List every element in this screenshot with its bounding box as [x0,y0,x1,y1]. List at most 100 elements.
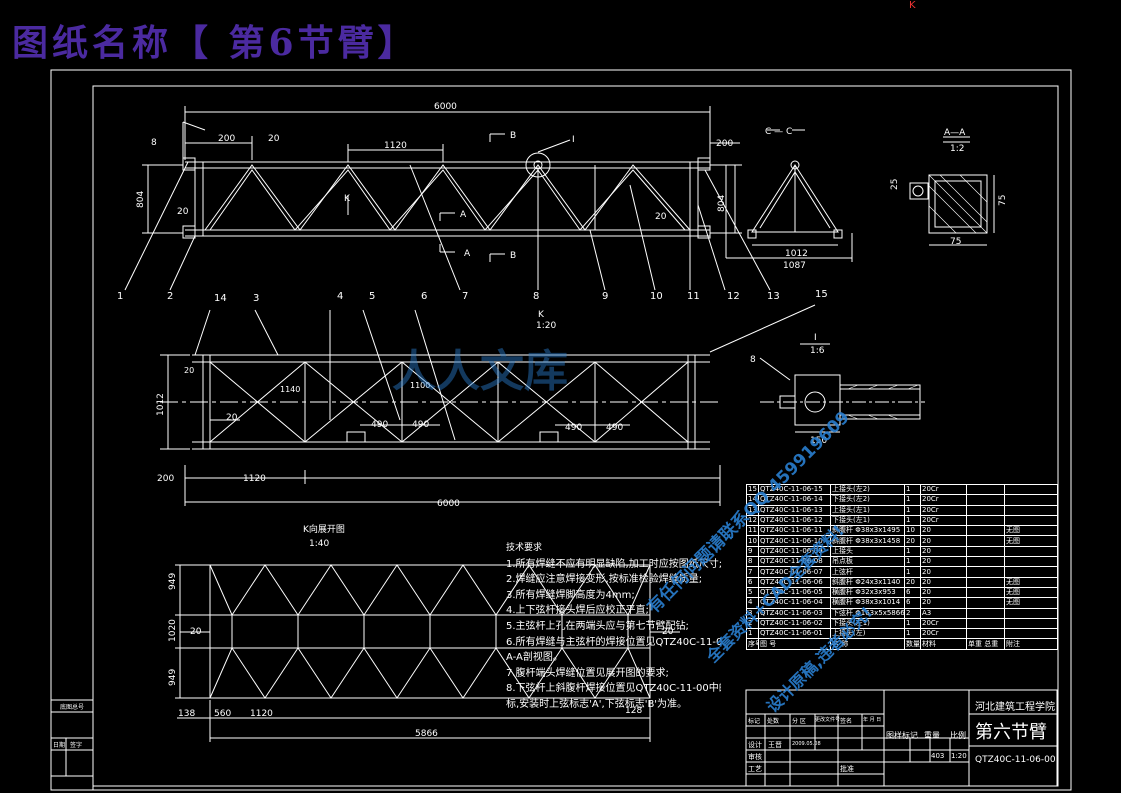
note-item: 标,安装时上弦标志'A',下弦标志'B'为准。 [506,698,688,710]
note-item: 2.焊缝应注意焊接变形,按标准检验焊缝质量; [506,574,703,586]
bom-cell: QTZ40C-11-06-01 [758,628,831,640]
label-weight: 重量 [924,731,940,740]
bom-cell [966,535,1005,547]
detail-i-label-8: 8 [750,355,756,365]
dim-1100: 1100 [410,381,430,390]
bom-cell [1004,566,1058,578]
school-name: 河北建筑工程学院 [975,702,1055,713]
dim-75-vertical-aa: 75 [998,195,1008,206]
role-design: 设计 [748,741,762,749]
balloon-3: 3 [253,293,259,304]
side-label-top: 底图总号 [60,703,84,711]
role-review: 审核 [748,753,762,761]
bom-cell [966,566,1005,578]
bom-cell [966,504,1005,516]
dim-1120-plan: 1120 [243,474,266,484]
bom-cell [1004,483,1058,496]
technical-notes: 技术要求 1.所有焊缝不应有明显缺陷,加工时应按图纸尺寸; 2.焊缝应注意焊接变… [506,541,721,713]
bom-cell: 下接头(左2) [830,494,905,506]
bom-cell: 20Cr [920,494,967,506]
dim-804-cc: 804 [717,195,727,212]
bom-header-cell: 附注 [1004,638,1058,650]
dim-1120-web: 1120 [250,709,273,719]
bom-cell: 6 [904,597,921,609]
dim-1120: 1120 [384,141,407,151]
section-cc-title: C — C [765,127,792,137]
tb-col-change: 更改文件号 [815,717,841,723]
web-pattern-scale: 1:40 [309,539,329,549]
web-pattern-view [175,564,680,742]
bom-cell: 2 [904,607,921,619]
bom-cell: 11 [746,525,759,537]
bom-cell: 20 [920,576,967,588]
bom-cell [966,494,1005,506]
bom-cell: 无图 [1004,597,1058,609]
dim-804-left: 804 [136,191,146,208]
plan-scale: 1:20 [536,321,556,331]
dim-20-right: 20 [655,212,667,222]
dim-20-web-right: 20 [662,627,674,637]
bom-cell [1004,514,1058,527]
side-label-date: 日期 [53,741,65,749]
bom-cell: 无图 [1004,586,1058,599]
bom-cell: 20 [920,525,967,537]
section-mark-i: I [572,135,575,145]
tb-col-zone: 分 区 [792,718,806,725]
bom-cell [1004,628,1058,640]
label-pattern-mark: 图样标记 [886,731,918,740]
note-item: 8.下弦杆上斜腹杆焊接位置见QTZ40C-11-00中的相应图 [506,683,721,695]
bom-cell [966,617,1005,630]
bom-header-cell: 单重 总重 [966,638,1005,650]
dim-6000-plan: 6000 [437,499,460,509]
bom-cell [966,576,1005,588]
bom-cell [1004,556,1058,568]
bom-cell: 6 [746,576,759,588]
bom-header-cell: 数量 [904,638,921,650]
dim-490-b: 490 [412,420,429,430]
bom-cell: 9 [746,545,759,558]
balloon-8-top: 8 [151,138,157,148]
balloon-13: 13 [767,291,780,302]
section-mark-a-bottom: A [464,249,471,259]
bom-cell: 上接头(左1) [830,504,905,516]
bom-cell: 20 [904,576,921,588]
bom-cell: 1 [904,494,921,506]
bom-cell [966,597,1005,609]
section-aa [909,136,995,246]
section-mark-b-top: B [510,131,516,141]
label-scale: 比例 [950,731,966,740]
bom-cell: 无图 [1004,535,1058,547]
bom-cell: 斜腹杆 Φ24x3x1140 [830,576,905,588]
bom-cell [966,586,1005,599]
bom-cell [1004,607,1058,619]
bom-cell: 横腹杆 Φ38x3x1014 [830,597,905,609]
web-pattern-title: K向展开图 [303,523,345,535]
bom-cell: 20 [920,586,967,599]
bom-cell: 20Cr [920,514,967,527]
note-item: 5.主弦杆上孔在两端头应与第七节臂配钻; [506,620,689,632]
designer-name: 王晋 [768,741,782,749]
bom-cell: 7 [746,566,759,578]
bom-cell: 无图 [1004,525,1058,537]
bom-cell: 20Cr [920,617,967,630]
dim-560: 560 [214,709,231,719]
section-aa-scale: 1:2 [950,144,964,154]
bom-cell: 20 [920,535,967,547]
dim-20-web-left: 20 [190,627,202,637]
dim-949-bottom: 949 [168,669,178,686]
bom-cell [966,628,1005,640]
note-item: 6.所有焊缝与主弦杆的焊接位置见QTZ40C-11-00的 [506,636,721,648]
section-mark-k: K [344,194,351,204]
dim-1012-cc: 1012 [785,249,808,259]
section-mark-a-top: A [460,210,467,220]
bom-cell: A3 [920,607,967,619]
bom-cell [966,525,1005,537]
balloon-2: 2 [167,291,173,302]
dim-20-left: 20 [177,207,189,217]
